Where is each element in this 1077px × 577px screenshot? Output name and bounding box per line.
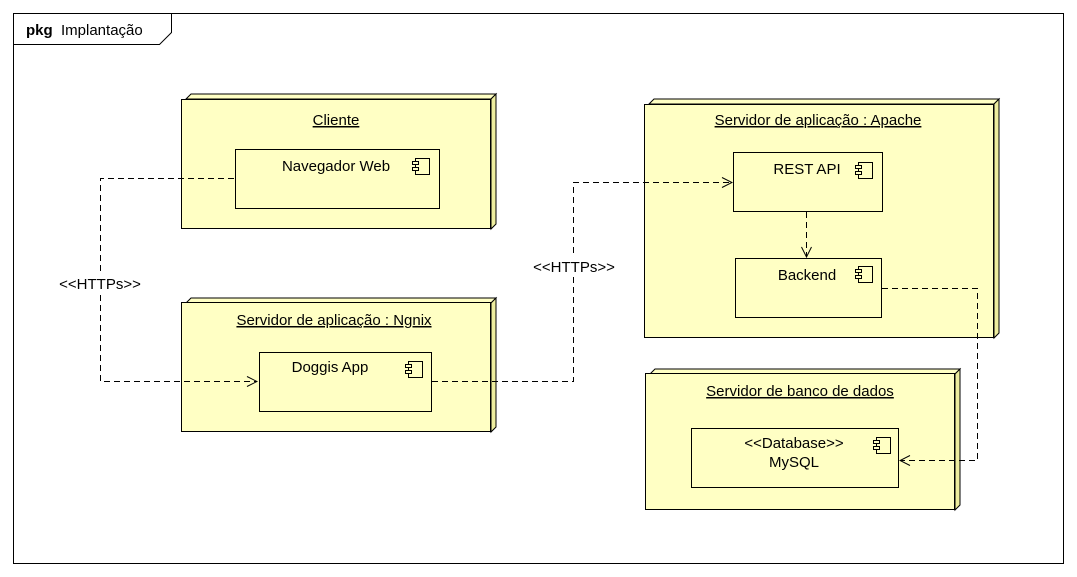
component-rest-api[interactable]: REST API <box>733 152 883 212</box>
edge-label-background <box>519 255 629 277</box>
component-icon <box>873 437 891 454</box>
component-doggis[interactable]: Doggis App <box>259 352 432 412</box>
edge-label-background <box>47 272 153 294</box>
node-title-cliente: Cliente <box>313 112 360 129</box>
component-icon <box>405 361 423 378</box>
component-label-backend: Backend <box>778 267 836 284</box>
component-label-mysql: MySQL <box>769 454 819 471</box>
node-title-banco: Servidor de banco de dados <box>706 383 894 400</box>
component-icon <box>412 158 430 175</box>
component-label-navegador: Navegador Web <box>282 158 390 175</box>
edge-doggis-to-rest[interactable] <box>432 183 732 382</box>
frame-keyword: pkg <box>26 22 53 39</box>
component-navegador[interactable]: Navegador Web <box>235 149 440 209</box>
frame-name: Implantação <box>61 22 143 39</box>
component-label-doggis: Doggis App <box>292 359 369 376</box>
component-mysql[interactable]: <<Database>> MySQL <box>691 428 899 488</box>
component-icon <box>855 266 873 283</box>
edge-label-https-right: <<HTTPs>> <box>533 259 615 276</box>
edge-backend-to-mysql[interactable] <box>882 288 978 461</box>
component-label-rest-api: REST API <box>773 161 840 178</box>
component-stereotype-mysql: <<Database>> <box>744 435 843 452</box>
component-backend[interactable]: Backend <box>735 258 882 318</box>
node-title-nginx: Servidor de aplicação : Ngnix <box>236 312 432 329</box>
component-icon <box>855 162 873 179</box>
edge-label-https-left: <<HTTPs>> <box>59 276 141 293</box>
node-title-apache: Servidor de aplicação : Apache <box>715 112 922 129</box>
